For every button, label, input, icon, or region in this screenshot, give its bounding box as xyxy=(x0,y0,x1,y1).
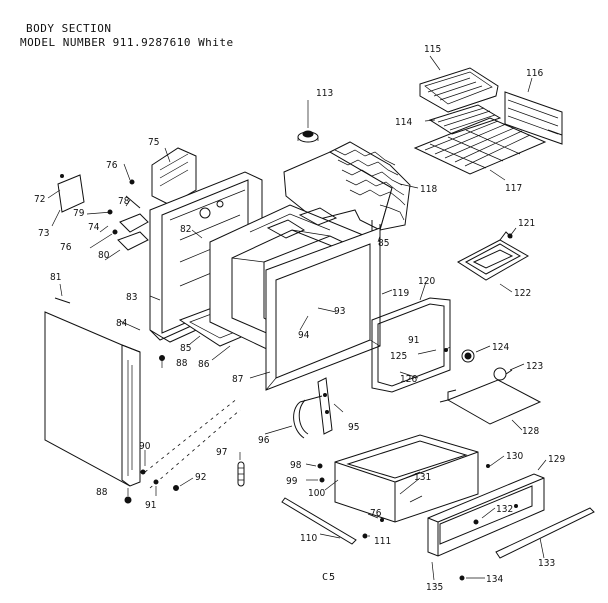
callout-133: 133 xyxy=(538,558,555,569)
callout-91b: 91 xyxy=(408,335,419,346)
callout-118: 118 xyxy=(420,184,437,195)
callout-labels: 72 73 74 75 76 76 76 78 79 80 81 82 83 8… xyxy=(34,44,565,593)
callout-75: 75 xyxy=(148,137,159,148)
callout-121: 121 xyxy=(518,218,535,229)
callout-85b: 85 xyxy=(180,343,191,354)
storage-drawer xyxy=(334,434,479,523)
callout-97: 97 xyxy=(216,447,227,458)
callout-115: 115 xyxy=(424,44,441,55)
callout-114: 114 xyxy=(395,117,412,128)
oven-bottom-panel xyxy=(439,379,542,425)
callout-72: 72 xyxy=(34,194,45,205)
callout-90: 90 xyxy=(139,441,151,452)
page-code: C5 xyxy=(322,572,337,583)
vent-cap xyxy=(297,130,319,143)
mounting-bracket xyxy=(57,174,85,213)
callout-87: 87 xyxy=(232,374,243,385)
callout-76a: 76 xyxy=(106,160,118,171)
callout-135: 135 xyxy=(426,582,443,593)
callout-74: 74 xyxy=(88,222,100,233)
rear-bracket xyxy=(151,147,197,206)
callout-96: 96 xyxy=(258,435,270,446)
drawer-rail xyxy=(495,507,595,559)
callout-116: 116 xyxy=(526,68,543,79)
trim-strip xyxy=(54,297,71,304)
callout-86: 86 xyxy=(198,359,210,370)
callout-76b: 76 xyxy=(60,242,72,253)
callout-126: 126 xyxy=(400,374,417,385)
callout-78: 78 xyxy=(118,196,130,207)
callout-125: 125 xyxy=(390,351,407,362)
callout-85a: 85 xyxy=(378,238,389,249)
callout-120: 120 xyxy=(418,276,435,287)
door-spring xyxy=(237,461,245,487)
door-gasket xyxy=(371,297,451,393)
callout-88a: 88 xyxy=(176,358,188,369)
callout-88b: 88 xyxy=(96,487,108,498)
section-title: BODY SECTION xyxy=(26,22,112,35)
callout-131: 131 xyxy=(414,472,431,483)
callout-99: 99 xyxy=(286,476,298,487)
callout-81: 81 xyxy=(50,272,61,283)
callout-123: 123 xyxy=(526,361,543,372)
callout-82: 82 xyxy=(180,224,191,235)
callout-100: 100 xyxy=(308,488,325,499)
callout-84: 84 xyxy=(116,318,128,329)
model-number: MODEL NUMBER 911.9287610 White xyxy=(20,36,234,49)
callout-128: 128 xyxy=(522,426,539,437)
callout-98: 98 xyxy=(290,460,302,471)
oven-light xyxy=(461,349,513,381)
broiler-pan-grid xyxy=(428,104,502,135)
callout-134: 134 xyxy=(486,574,503,585)
misc-screws xyxy=(317,348,490,581)
callout-93: 93 xyxy=(334,306,345,317)
callout-79: 79 xyxy=(73,208,85,219)
left-side-panel xyxy=(44,311,141,487)
oven-rack xyxy=(413,117,547,175)
screws xyxy=(124,355,179,504)
callout-132: 132 xyxy=(496,504,513,515)
broil-element xyxy=(457,231,530,281)
broiler-pan xyxy=(419,67,499,113)
door-hinge xyxy=(293,377,333,439)
leader-lines xyxy=(47,55,547,581)
callout-130: 130 xyxy=(506,451,523,462)
callout-76c: 76 xyxy=(370,508,382,519)
callout-122: 122 xyxy=(514,288,531,299)
callout-117: 117 xyxy=(505,183,522,194)
callout-124: 124 xyxy=(492,342,509,353)
callout-113: 113 xyxy=(316,88,333,99)
callout-119: 119 xyxy=(392,288,409,299)
callout-91a: 91 xyxy=(145,500,156,511)
gas-valve-assembly xyxy=(107,179,149,251)
callout-129: 129 xyxy=(548,454,565,465)
callout-80: 80 xyxy=(98,250,110,261)
callout-73: 73 xyxy=(38,228,49,239)
callout-92: 92 xyxy=(195,472,206,483)
side-panel xyxy=(504,91,563,145)
callout-110: 110 xyxy=(300,533,317,544)
callout-94: 94 xyxy=(298,330,310,341)
callout-111: 111 xyxy=(374,536,391,547)
callout-83: 83 xyxy=(126,292,137,303)
drawer-slide xyxy=(281,497,357,545)
callout-95: 95 xyxy=(348,422,359,433)
